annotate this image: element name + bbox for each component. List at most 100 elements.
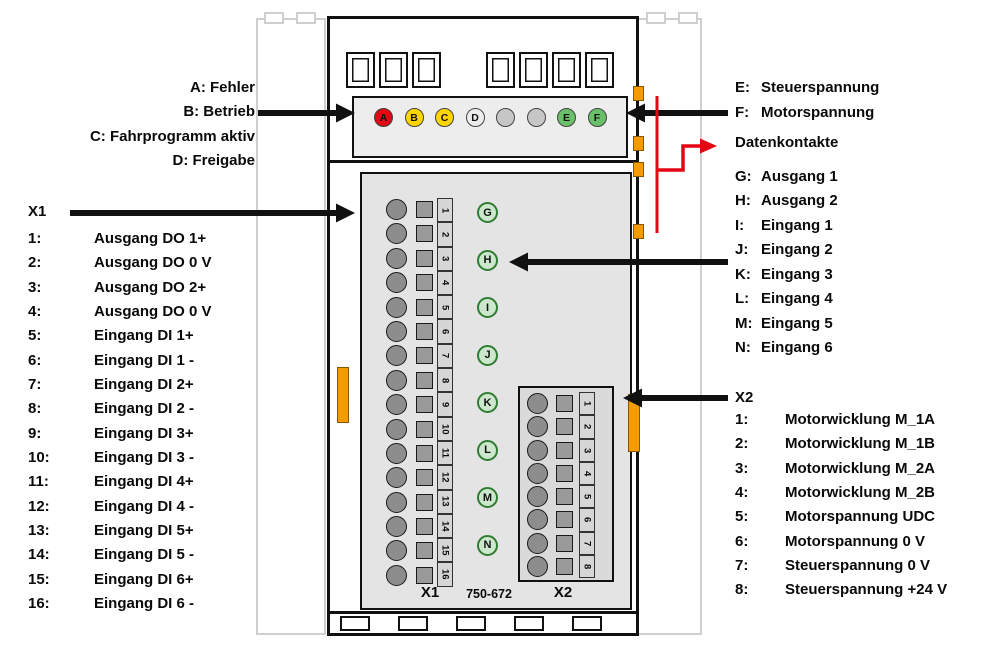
io-circle-I: I <box>477 297 498 318</box>
pin-number: 2: <box>28 254 42 272</box>
io-letter-legend: G:Ausgang 1 H:Ausgang 2 I:Eingang 1 J:Ei… <box>735 165 838 361</box>
legend-key: I: <box>735 216 745 234</box>
x1-pin-row: 13:Eingang DI 5+ <box>28 519 212 543</box>
io-circle-H: H <box>477 249 498 271</box>
x2-terminal-circle <box>527 416 548 438</box>
led-B-betrieb: B <box>404 108 424 127</box>
x2-terminal-clamp <box>556 418 573 436</box>
io-status-letters: G H I J K L M N <box>477 202 498 556</box>
x2-pin-row: 5:Motorspannung UDC <box>735 505 947 529</box>
x1-terminal-number: 9 <box>437 392 453 417</box>
led-legend-line: C: Fahrprogramm aktiv <box>89 127 255 145</box>
x1-pin-row: 15:Eingang DI 6+ <box>28 568 212 592</box>
pin-label: Eingang DI 2+ <box>94 376 194 394</box>
ghost-module-right <box>634 18 702 635</box>
led-legend-line: A: Fehler <box>189 79 255 96</box>
io-legend-row: I: Eingang 1 <box>735 214 838 238</box>
x1-terminal-number: 7 <box>437 343 453 369</box>
x1-pin-row: 10:Eingang DI 3 - <box>28 446 212 470</box>
pin-number: 6: <box>28 351 42 369</box>
red-arrow-head <box>700 138 717 154</box>
x1-terminal-clamp <box>416 298 433 316</box>
ghost-notch <box>646 12 666 24</box>
x1-terminal-circle <box>386 345 407 367</box>
x2-terminal-number: 7 <box>579 531 595 556</box>
x2-legend-title: X2 <box>735 389 754 406</box>
pin-number: 4: <box>28 303 42 321</box>
x2-terminal-clamp <box>556 441 573 459</box>
pin-number: 15: <box>28 570 50 588</box>
legend-label: Ausgang 2 <box>761 192 838 210</box>
pin-number: 11: <box>28 473 49 491</box>
legend-label: Eingang 6 <box>761 339 833 357</box>
connector-slot <box>412 52 441 88</box>
pin-number: 2: <box>735 435 749 453</box>
x1-terminal-clamps <box>416 201 433 584</box>
ghost-notch <box>264 12 284 24</box>
case-divider-lower <box>327 611 639 614</box>
io-legend-row: G:Ausgang 1 <box>735 165 838 189</box>
data-contact <box>633 224 644 239</box>
pin-number: 13: <box>28 522 50 540</box>
led-panel <box>352 96 628 158</box>
x1-pin-row: 6: Eingang DI 1 - <box>28 349 212 373</box>
x2-pin-row: 2: Motorwicklung M_1B <box>735 432 947 456</box>
data-contact <box>633 136 644 151</box>
x1-terminal-clamp <box>416 201 433 218</box>
pin-label: Ausgang DO 0 V <box>94 303 212 321</box>
x2-terminal-clamp <box>556 464 573 482</box>
data-contact <box>633 162 644 177</box>
legend-key: L: <box>735 290 750 308</box>
x1-terminal-clamp <box>416 322 433 340</box>
legend-label: Eingang 2 <box>761 241 833 259</box>
pin-label: Eingang DI 4 - <box>94 497 195 515</box>
pin-number: 16: <box>28 595 50 613</box>
x2-terminal-circle <box>527 486 548 508</box>
pin-number: 3: <box>28 278 42 296</box>
connector-slot <box>379 52 408 88</box>
x2-terminal-clamp <box>556 511 573 529</box>
x2-connector-label: X2 <box>553 584 573 601</box>
release-latch-left <box>337 367 349 423</box>
bottom-notch <box>456 616 486 631</box>
pin-label: Motorwicklung M_1B <box>785 435 936 453</box>
x1-terminal-circle <box>386 369 407 391</box>
x2-terminal-circle <box>527 532 548 554</box>
x1-pin-row: 16:Eingang DI 6 - <box>28 592 212 616</box>
legend-key: K: <box>735 265 751 283</box>
led-legend: A: Fehler B: Betrieb C: Fahrprogramm akt… <box>0 76 255 174</box>
x1-terminal-number: 3 <box>437 246 453 271</box>
x1-terminal-number: 8 <box>437 368 453 393</box>
x2-terminal-number-strip: 1 2 3 4 5 6 7 8 <box>579 392 595 579</box>
supply-legend-row: F:Motorspannung <box>735 101 879 126</box>
x1-terminal-circle <box>386 467 407 489</box>
x2-terminal-clamp <box>556 534 573 552</box>
io-circle-J: J <box>477 344 498 366</box>
pin-number: 1: <box>735 411 749 428</box>
x1-terminal-number: 5 <box>437 295 453 320</box>
led-row: A B C D E F <box>374 108 607 127</box>
pin-label: Ausgang DO 1+ <box>94 230 207 247</box>
legend-key: F: <box>735 103 750 121</box>
pin-number: 6: <box>735 532 749 550</box>
io-legend-row: J:Eingang 2 <box>735 238 838 262</box>
legend-label: Eingang 1 <box>761 216 833 234</box>
x1-terminal-number: 11 <box>437 440 453 466</box>
led-legend-line: D: Freigabe <box>172 152 255 170</box>
io-circle-L: L <box>477 439 498 461</box>
pin-number: 12: <box>28 497 50 515</box>
x1-pin-row: 5:Eingang DI 1+ <box>28 324 212 348</box>
x2-terminal-number: 2 <box>579 415 595 439</box>
pin-label: Motorwicklung M_2B <box>785 484 936 502</box>
x1-terminal-circle <box>386 223 407 245</box>
pin-label: Eingang DI 1 - <box>94 351 195 369</box>
x1-terminal-circle <box>386 394 407 416</box>
pin-label: Eingang DI 3+ <box>94 424 194 442</box>
legend-label: Eingang 5 <box>761 314 833 332</box>
pin-label: Motorwicklung M_2A <box>785 459 936 477</box>
x2-pin-row: 7:Steuerspannung 0 V <box>735 554 947 578</box>
legend-label: Eingang 3 <box>761 265 833 283</box>
io-legend-row: K: Eingang 3 <box>735 263 838 287</box>
supply-legend-row: E:Steuerspannung <box>735 76 879 101</box>
x1-terminal-clamp <box>416 469 433 487</box>
